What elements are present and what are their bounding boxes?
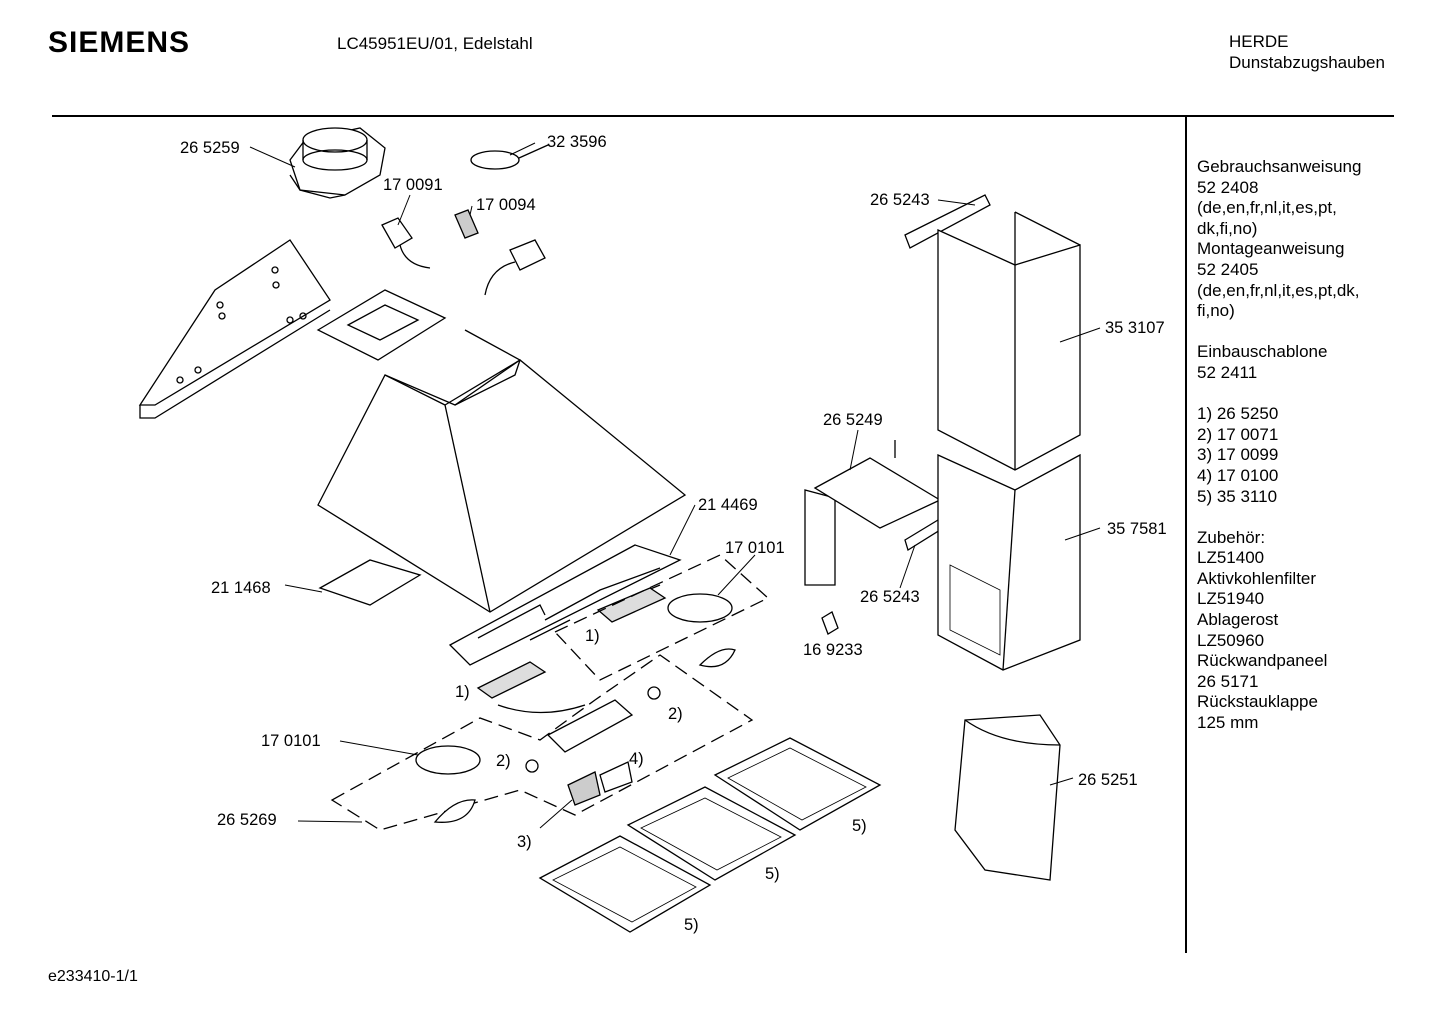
category-block: HERDE Dunstabzugshauben [1229, 31, 1385, 73]
sidebar-line [1197, 384, 1361, 405]
side-bracket-part [138, 239, 331, 419]
switch-part [381, 217, 431, 269]
callout-2-right: 2) [668, 705, 683, 723]
label-265269: 26 5269 [217, 811, 277, 829]
sidebar-line: LZ51940 [1197, 589, 1265, 609]
sidebar-line: 5) 35 3110 [1197, 486, 1278, 506]
sidebar-line: Rückstauklappe [1197, 692, 1318, 712]
charcoal-filter-part [538, 737, 882, 933]
brand-logo: SIEMENS [48, 26, 191, 59]
category-line-1: HERDE [1229, 32, 1289, 51]
sidebar-line: Montageanweisung [1197, 239, 1345, 259]
sidebar-line [1197, 322, 1361, 343]
label-265249: 26 5249 [823, 411, 883, 429]
sidebar-line: 2) 17 0071 [1197, 424, 1279, 444]
header-divider [52, 115, 1394, 117]
callout-4: 4) [629, 750, 644, 768]
model-title: LC45951EU/01, Edelstahl [337, 34, 533, 53]
sidebar-line: 52 2408 [1197, 177, 1259, 197]
sidebar-line: 4) 17 0100 [1197, 465, 1279, 485]
sidebar-line: Ablagerost [1197, 610, 1279, 630]
front-trim-part [318, 559, 422, 606]
callout-1-upper: 1) [585, 627, 600, 645]
callout-5-b: 5) [765, 865, 780, 883]
label-265243-top: 26 5243 [870, 191, 930, 209]
upper-chimney-part [937, 211, 1081, 471]
wall-bracket-part [804, 440, 942, 586]
sidebar-divider [1185, 115, 1187, 953]
sidebar-line: 125 mm [1197, 713, 1259, 733]
callout-1-lower: 1) [455, 683, 470, 701]
sidebar-line: LZ50960 [1197, 630, 1265, 650]
parts-info-sidebar: Gebrauchsanweisung 52 2408 (de,en,fr,nl,… [1197, 157, 1361, 734]
part-number-labels: 26 5259 32 3596 17 0091 17 0094 26 5243 … [180, 133, 1167, 934]
sidebar-line: 3) 17 0099 [1197, 445, 1279, 465]
top-plate-part [316, 289, 447, 361]
filter-frame-part [448, 544, 682, 666]
label-170091: 17 0091 [383, 176, 443, 194]
sidebar-line: 26 5171 [1197, 671, 1259, 691]
label-170101-top: 17 0101 [725, 539, 785, 557]
sidebar-line: 52 2411 [1197, 362, 1258, 382]
label-214469: 21 4469 [698, 496, 758, 514]
label-357581: 35 7581 [1107, 520, 1167, 538]
sidebar-line: LZ51400 [1197, 548, 1265, 568]
callout-2-left: 2) [496, 752, 511, 770]
hood-body-part [317, 329, 687, 613]
clip-part [821, 611, 839, 635]
sidebar-line: Zubehör: [1197, 527, 1266, 547]
document-code: e233410-1/1 [48, 968, 138, 985]
label-353107: 35 3107 [1105, 319, 1165, 337]
lower-chimney-part [937, 453, 1081, 671]
callout-5-c: 5) [684, 916, 699, 934]
sidebar-line: Gebrauchsanweisung [1197, 157, 1362, 176]
sidebar-line: fi,no) [1197, 301, 1235, 321]
label-169233: 16 9233 [803, 641, 863, 659]
air-connector-part [289, 127, 386, 199]
sidebar-line: dk,fi,no) [1197, 218, 1258, 238]
sidebar-line: Einbauschablone [1197, 342, 1328, 362]
lamp-holder-part [497, 686, 661, 806]
category-line-2: Dunstabzugshauben [1229, 53, 1385, 72]
label-323596: 32 3596 [547, 133, 607, 151]
sidebar-line: (de,en,fr,nl,it,es,pt,dk, [1197, 280, 1360, 300]
sidebar-line: 52 2405 [1197, 259, 1259, 279]
screw-bag-part [954, 714, 1061, 881]
callout-3: 3) [517, 833, 532, 851]
leader-lines [249, 142, 1101, 829]
label-211468: 21 1468 [211, 579, 271, 597]
lamp-cover-part [415, 593, 733, 775]
sidebar-line: (de,en,fr,nl,it,es,pt, [1197, 198, 1337, 218]
grease-filter-part [476, 587, 667, 699]
label-265251: 26 5251 [1078, 771, 1138, 789]
sidebar-line [1197, 507, 1361, 528]
power-cord-part [454, 209, 546, 296]
label-265243-bottom: 26 5243 [860, 588, 920, 606]
sidebar-line: Rückwandpaneel [1197, 651, 1328, 671]
cable-tie-part [470, 144, 549, 170]
callout-5-a: 5) [852, 817, 867, 835]
label-265259: 26 5259 [180, 139, 240, 157]
label-170101-bottom: 17 0101 [261, 732, 321, 750]
label-170094: 17 0094 [476, 196, 536, 214]
sidebar-line: Aktivkohlenfilter [1197, 568, 1317, 588]
sidebar-line: 1) 26 5250 [1197, 404, 1279, 424]
bulb-part [433, 648, 736, 823]
